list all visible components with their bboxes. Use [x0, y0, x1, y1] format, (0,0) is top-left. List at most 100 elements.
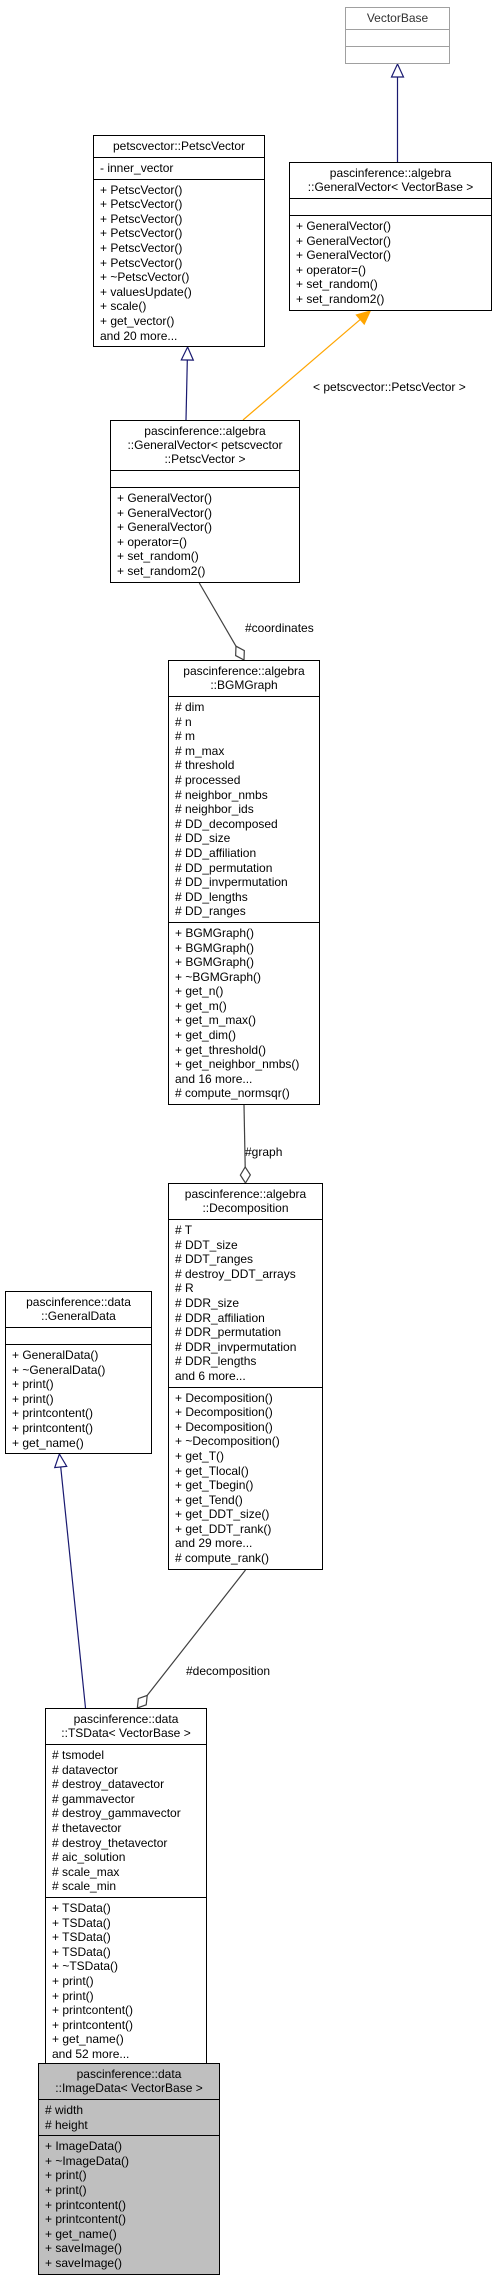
class-method[interactable]: + printcontent()	[45, 2212, 127, 2227]
class-attribute[interactable]: # scale_min	[52, 1879, 117, 1894]
class-method[interactable]: + ~PetscVector()	[100, 270, 190, 285]
class-method[interactable]: + TSData()	[52, 1944, 111, 1959]
class-method[interactable]: + GeneralVector()	[117, 505, 213, 520]
class-method[interactable]: + get_neighbor_nmbs()	[175, 1057, 300, 1072]
class-method[interactable]: + printcontent()	[52, 2017, 134, 2032]
class-method[interactable]: + get_Tlocal()	[175, 1463, 249, 1478]
class-attribute[interactable]: # DD_permutation	[175, 860, 273, 875]
class-method[interactable]: + ~Decomposition()	[175, 1434, 280, 1449]
class-attribute[interactable]: # aic_solution	[52, 1850, 126, 1865]
class-attribute[interactable]: # destroy_gammavector	[52, 1806, 181, 1821]
class-method[interactable]: + ~BGMGraph()	[175, 969, 262, 984]
class-attribute[interactable]: - inner_vector	[100, 161, 174, 175]
class-method[interactable]: + get_m()	[175, 998, 227, 1013]
class-attribute[interactable]: # neighbor_nmbs	[175, 787, 268, 802]
class-method[interactable]: and 29 more...	[175, 1536, 253, 1551]
class-imagedata[interactable]: pascinference::data::ImageData< VectorBa…	[38, 2063, 220, 2275]
class-attribute[interactable]: # gammavector	[52, 1791, 135, 1806]
class-attribute[interactable]: # height	[45, 2117, 88, 2132]
class-attribute[interactable]: # destroy_DDT_arrays	[175, 1266, 296, 1281]
class-attribute[interactable]: # DDR_permutation	[175, 1325, 282, 1340]
class-attribute[interactable]: # threshold	[175, 758, 235, 773]
class-method[interactable]: + ~GeneralData()	[12, 1362, 106, 1377]
class-attribute[interactable]: # m	[175, 729, 196, 744]
class-bgmgraph[interactable]: pascinference::algebra::BGMGraph# dim# n…	[168, 660, 320, 1106]
class-method[interactable]: + get_name()	[12, 1435, 84, 1450]
class-attribute[interactable]: # DD_affiliation	[175, 845, 257, 860]
class-method[interactable]: and 20 more...	[100, 328, 178, 343]
class-method[interactable]: + ~ImageData()	[45, 2153, 130, 2168]
class-vectorbase[interactable]: VectorBase	[345, 7, 450, 64]
class-method[interactable]: + printcontent()	[12, 1420, 94, 1435]
class-method[interactable]: + operator=()	[117, 534, 188, 549]
class-attribute[interactable]: # thetavector	[52, 1820, 122, 1835]
class-method[interactable]: + TSData()	[52, 1900, 111, 1915]
class-method[interactable]: + GeneralVector()	[117, 520, 213, 535]
class-method[interactable]: + TSData()	[52, 1915, 111, 1930]
class-method[interactable]: + GeneralVector()	[296, 248, 392, 263]
class-method[interactable]: + scale()	[100, 299, 147, 314]
class-attribute[interactable]: # DDT_ranges	[175, 1252, 254, 1267]
class-attribute[interactable]: # neighbor_ids	[175, 802, 254, 817]
class-method[interactable]: + BGMGraph()	[175, 940, 255, 955]
class-method[interactable]: + PetscVector()	[100, 226, 183, 241]
class-method[interactable]: + get_m_max()	[175, 1013, 257, 1028]
class-method[interactable]: + PetscVector()	[100, 211, 183, 226]
class-petscvector[interactable]: petscvector::PetscVector- inner_vector+ …	[93, 135, 265, 348]
class-generalvector-petscvector[interactable]: pascinference::algebra::GeneralVector< p…	[110, 420, 300, 583]
class-attribute[interactable]: # destroy_thetavector	[52, 1835, 168, 1850]
class-generaldata[interactable]: pascinference::data::GeneralData+ Genera…	[5, 1291, 152, 1455]
class-method[interactable]: + BGMGraph()	[175, 955, 255, 970]
class-method[interactable]: + set_random2()	[117, 563, 206, 578]
class-method[interactable]: + set_random()	[296, 277, 378, 292]
class-method[interactable]: and 52 more...	[52, 2046, 130, 2061]
class-method[interactable]: + print()	[45, 2168, 87, 2183]
class-attribute[interactable]: # DD_ranges	[175, 904, 246, 919]
class-attribute[interactable]: # width	[45, 2103, 84, 2117]
class-attribute[interactable]: # DDR_affiliation	[175, 1310, 265, 1325]
class-attribute[interactable]: # DDR_invpermutation	[175, 1339, 297, 1354]
class-tsdata[interactable]: pascinference::data::TSData< VectorBase …	[45, 1708, 207, 2066]
class-method[interactable]: + print()	[12, 1391, 54, 1406]
class-method[interactable]: + get_name()	[52, 2032, 124, 2047]
class-generalvector-vectorbase[interactable]: pascinference::algebra::GeneralVector< V…	[289, 162, 492, 311]
class-attribute[interactable]: # T	[175, 1223, 193, 1237]
class-method[interactable]: + PetscVector()	[100, 255, 183, 270]
class-method[interactable]: + print()	[52, 1988, 94, 2003]
class-method[interactable]: + saveImage()	[45, 2255, 123, 2270]
class-method[interactable]: + set_random()	[117, 549, 199, 564]
class-method[interactable]: + printcontent()	[12, 1406, 94, 1421]
class-method[interactable]: + GeneralVector()	[296, 219, 392, 233]
class-attribute[interactable]: # processed	[175, 772, 241, 787]
class-method[interactable]: + get_threshold()	[175, 1042, 267, 1057]
class-method[interactable]: + Decomposition()	[175, 1405, 273, 1420]
class-method[interactable]: + operator=()	[296, 262, 367, 277]
class-attribute[interactable]: # destroy_datavector	[52, 1777, 165, 1792]
class-attribute[interactable]: # dim	[175, 700, 205, 714]
class-method[interactable]: + PetscVector()	[100, 197, 183, 212]
class-attribute[interactable]: # scale_max	[52, 1864, 120, 1879]
class-method[interactable]: + get_DDT_size()	[175, 1507, 270, 1522]
class-method[interactable]: + GeneralData()	[12, 1348, 99, 1362]
class-attribute[interactable]: # R	[175, 1281, 194, 1296]
class-method[interactable]: + TSData()	[52, 1930, 111, 1945]
class-method[interactable]: + print()	[12, 1377, 54, 1392]
class-attribute[interactable]: # DD_invpermutation	[175, 875, 288, 890]
class-method[interactable]: # compute_rank()	[175, 1551, 270, 1566]
class-attribute[interactable]: # datavector	[52, 1762, 119, 1777]
class-method[interactable]: + get_vector()	[100, 313, 175, 328]
class-method[interactable]: + get_name()	[45, 2226, 117, 2241]
class-method[interactable]: + ImageData()	[45, 2139, 123, 2154]
class-attribute[interactable]: # DD_decomposed	[175, 816, 278, 831]
class-method[interactable]: + GeneralVector()	[296, 233, 392, 248]
class-attribute[interactable]: # DD_lengths	[175, 889, 248, 904]
class-attribute[interactable]: # DDR_lengths	[175, 1354, 257, 1369]
class-method[interactable]: + set_random2()	[296, 291, 385, 306]
class-attribute[interactable]: and 6 more...	[175, 1368, 246, 1383]
class-method[interactable]: + GeneralVector()	[117, 491, 213, 505]
class-method[interactable]: + get_n()	[175, 984, 224, 999]
class-method[interactable]: + printcontent()	[45, 2197, 127, 2212]
class-attribute[interactable]: # m_max	[175, 743, 225, 758]
class-method[interactable]: + get_Tend()	[175, 1492, 243, 1507]
class-method[interactable]: + printcontent()	[52, 2003, 134, 2018]
